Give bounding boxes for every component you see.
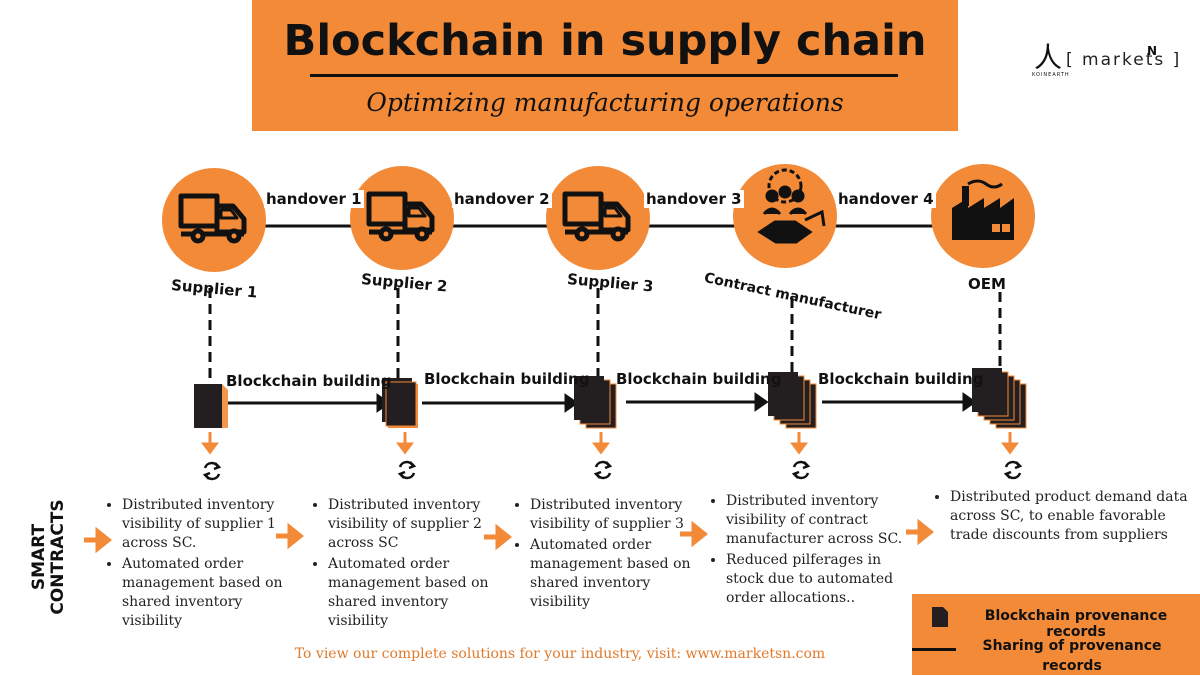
list-item: Automated order management based on shar… — [328, 555, 508, 631]
list-item: Reduced pilferages in stock due to autom… — [726, 551, 922, 608]
logo-superscript: N — [1147, 44, 1158, 58]
smart-contract-list-4: Distributed inventory visibility of cont… — [708, 492, 922, 610]
node-circle-contract-manufacturer — [733, 164, 837, 268]
factory-icon — [952, 179, 1014, 240]
smart-contract-list-5: Distributed product demand data across S… — [932, 488, 1190, 547]
truck-icon — [366, 191, 435, 242]
legend: Blockchain provenance records Sharing of… — [912, 594, 1200, 675]
legend-line-icon — [912, 648, 956, 651]
page-subtitle: Optimizing manufacturing operations — [366, 88, 844, 117]
handshake-icon — [757, 168, 826, 244]
node-circle-supplier-2 — [350, 166, 454, 270]
document-icon — [932, 607, 948, 627]
logo-brand-small: KOINEARTH — [1032, 72, 1070, 78]
smart-contract-list-1: Distributed inventory visibility of supp… — [104, 496, 294, 633]
handover-label-2: handover 2 — [452, 190, 552, 208]
list-item: Automated order management based on shar… — [530, 536, 712, 612]
list-item: Distributed inventory visibility of cont… — [726, 492, 922, 549]
arrow-right-icon — [906, 518, 935, 546]
list-item: Automated order management based on shar… — [122, 555, 294, 631]
blockchain-building-label-1: Blockchain building — [226, 372, 392, 390]
sync-icon — [1003, 460, 1023, 480]
blockchain-building-label-2: Blockchain building — [424, 370, 590, 388]
title-banner: Blockchain in supply chain Optimizing ma… — [252, 0, 958, 131]
logo: 人 KOINEARTH [ markets ] N — [1030, 44, 1190, 84]
arrow-right-icon — [680, 520, 709, 548]
smart-contract-list-2: Distributed inventory visibility of supp… — [310, 496, 508, 633]
sync-icon — [791, 460, 811, 480]
list-item: Distributed inventory visibility of supp… — [328, 496, 508, 553]
footer-cta[interactable]: To view our complete solutions for your … — [294, 646, 826, 662]
handover-label-3: handover 3 — [644, 190, 744, 208]
truck-icon — [178, 193, 247, 244]
sync-icon — [397, 460, 417, 480]
page-title: Blockchain in supply chain — [283, 16, 927, 66]
sync-icon — [593, 460, 613, 480]
arrow-right-icon — [276, 522, 305, 550]
title-underline — [310, 74, 898, 77]
sync-icon — [202, 461, 222, 481]
legend-sharing-label: Sharing of provenance records — [982, 638, 1162, 674]
smart-contracts-label-line2: CONTRACTS — [48, 499, 68, 615]
list-item: Distributed inventory visibility of supp… — [530, 496, 712, 534]
smart-contract-list-3: Distributed inventory visibility of supp… — [512, 496, 712, 614]
logo-wordmark: [ markets ] — [1066, 50, 1182, 70]
truck-icon — [562, 191, 631, 242]
list-item: Distributed product demand data across S… — [950, 488, 1190, 545]
list-item: Distributed inventory visibility of supp… — [122, 496, 294, 553]
handover-label-1: handover 1 — [264, 190, 364, 208]
arrow-right-icon — [84, 526, 113, 554]
blockchain-building-label-3: Blockchain building — [616, 370, 782, 388]
blockchain-record-doc-5 — [972, 368, 1027, 429]
smart-contracts-label-line1: SMART — [29, 523, 49, 591]
blockchain-building-label-4: Blockchain building — [818, 370, 984, 388]
blockchain-record-doc-1 — [194, 384, 228, 428]
blockchain-record-doc-3 — [574, 376, 617, 429]
node-circle-supplier-1 — [162, 168, 266, 272]
legend-records-label: Blockchain provenance records — [984, 608, 1168, 640]
blockchain-record-doc-4 — [768, 372, 817, 429]
blockchain-record-doc-2 — [382, 378, 418, 428]
arrow-right-icon — [484, 523, 513, 551]
node-label-oem: OEM — [968, 275, 1006, 293]
koinearth-mark-icon: 人 — [1034, 41, 1063, 74]
smart-contracts-label: SMART CONTRACTS — [18, 488, 82, 618]
node-circle-supplier-3 — [546, 166, 650, 270]
handover-label-4: handover 4 — [836, 190, 936, 208]
